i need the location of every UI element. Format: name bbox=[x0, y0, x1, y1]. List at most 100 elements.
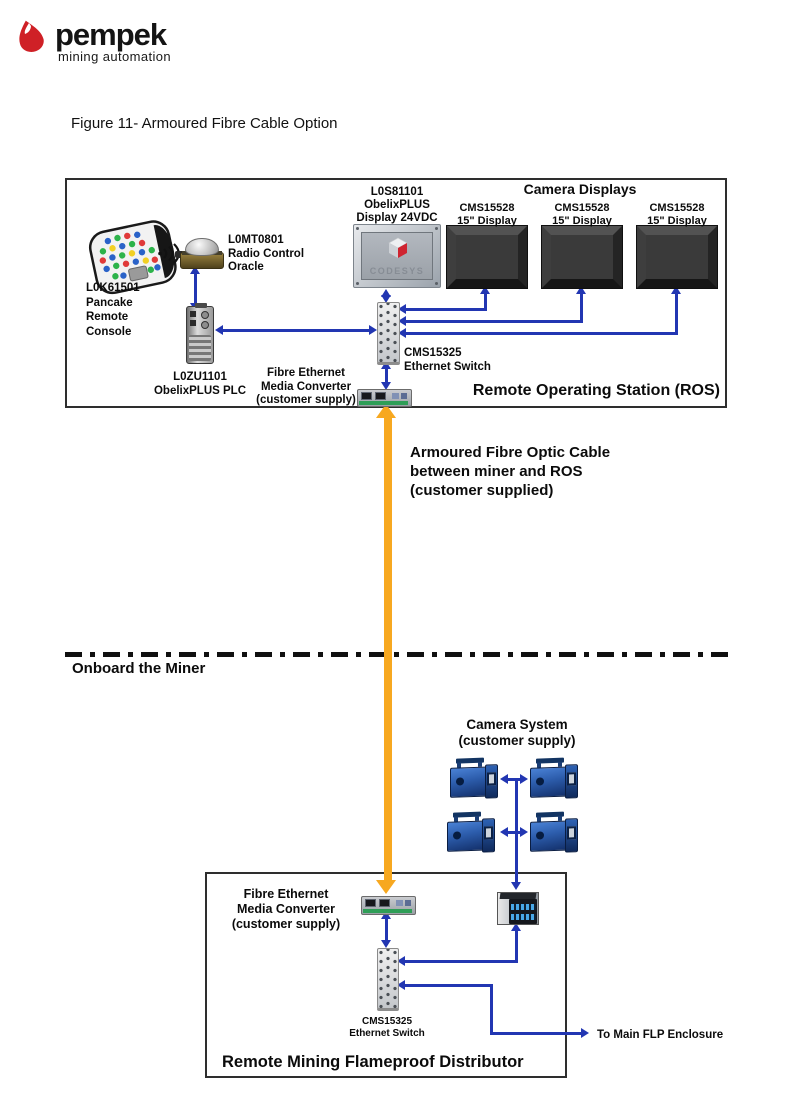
ros-station-title: Remote Operating Station (ROS) bbox=[472, 382, 720, 399]
camera-lens bbox=[567, 772, 576, 786]
to-flp-enclosure-label: To Main FLP Enclosure bbox=[597, 1029, 724, 1041]
media-converter-ros-image bbox=[357, 389, 412, 407]
ros-box bbox=[65, 178, 727, 408]
arrowhead bbox=[511, 923, 521, 931]
hmi-screen-text: CODESYS bbox=[369, 266, 425, 276]
fibre-cable-label: Armoured Fibre Optic Cable between miner… bbox=[410, 444, 611, 499]
switch-flp-label: CMS15325 Ethernet Switch bbox=[349, 1016, 425, 1039]
arrowhead bbox=[398, 328, 406, 338]
arrowhead bbox=[215, 325, 223, 335]
plc-image bbox=[186, 303, 214, 364]
camera-lens bbox=[484, 826, 493, 840]
arrowhead bbox=[381, 361, 391, 369]
arrowhead bbox=[576, 286, 586, 294]
converter-pcb bbox=[363, 909, 412, 913]
ethernet-switch-flp-image bbox=[377, 948, 399, 1009]
converter-led bbox=[392, 393, 399, 399]
hmi-display-image: CODESYS bbox=[353, 224, 441, 288]
arrowhead bbox=[397, 956, 405, 966]
codesys-cube-icon bbox=[388, 237, 408, 258]
plc-connector bbox=[195, 303, 207, 308]
converter-led bbox=[401, 393, 407, 399]
plc-knob bbox=[201, 311, 209, 319]
pempek-logo-icon bbox=[18, 19, 44, 53]
flp-box-title: Remote Mining Flameproof Distributor bbox=[222, 1053, 524, 1071]
arrowhead bbox=[671, 286, 681, 294]
display3-label: CMS15528 15" Display bbox=[647, 202, 707, 227]
rj45-port bbox=[375, 392, 386, 400]
connector-switch-flp-exit bbox=[490, 984, 493, 1035]
din-front bbox=[509, 899, 537, 924]
connector-converter-switch-flp bbox=[385, 918, 388, 942]
pancake-console-image bbox=[83, 214, 184, 303]
brand-name: pempek bbox=[55, 17, 167, 52]
plc-label: L0ZU1101 ObelixPLUS PLC bbox=[153, 371, 247, 397]
arrowhead bbox=[398, 316, 406, 326]
onboard-divider-line bbox=[65, 652, 730, 657]
camera-image bbox=[529, 810, 579, 857]
arrowhead bbox=[381, 295, 391, 303]
connector-din-switch bbox=[515, 930, 518, 963]
rj45-port bbox=[361, 392, 372, 400]
connector-switch-display1 bbox=[405, 308, 486, 311]
arrowhead bbox=[520, 827, 528, 837]
connector-switch-display2 bbox=[580, 291, 583, 323]
switch-ros-label: CMS15325 Ethernet Switch bbox=[404, 347, 491, 373]
display2-label: CMS15528 15" Display bbox=[552, 202, 612, 227]
connector-cameras-down bbox=[515, 779, 518, 882]
camera-lens bbox=[487, 772, 496, 786]
camera-image bbox=[529, 756, 579, 803]
radio-oracle-image bbox=[175, 238, 224, 270]
plc-detail bbox=[190, 311, 196, 317]
display3-image bbox=[636, 225, 718, 289]
connector-switch-flp-exit bbox=[490, 1032, 581, 1035]
fibre-cable-line bbox=[384, 416, 392, 882]
hmi-label: L0S81101 ObelixPLUS Display 24VDC bbox=[356, 186, 438, 224]
arrowhead bbox=[581, 1028, 589, 1038]
display1-image bbox=[446, 225, 528, 289]
converter-ros-label: Fibre Ethernet Media Converter (customer… bbox=[256, 367, 356, 406]
figure-title: Figure 11- Armoured Fibre Cable Option bbox=[71, 115, 338, 132]
camera-image bbox=[449, 756, 499, 803]
din-terminals bbox=[511, 914, 536, 920]
din-module-image bbox=[497, 892, 539, 925]
oracle-label: L0MT0801 Radio Control Oracle bbox=[228, 234, 305, 273]
camera-displays-title: Camera Displays bbox=[523, 181, 637, 197]
arrowhead bbox=[369, 325, 377, 335]
arrowhead bbox=[381, 911, 391, 919]
connector-cameras-top bbox=[506, 778, 520, 781]
fibre-cable-arrowhead bbox=[376, 880, 396, 894]
arrowhead bbox=[381, 289, 391, 297]
converter-led bbox=[405, 900, 411, 906]
connector-oracle-plc bbox=[194, 274, 197, 304]
rj45-port bbox=[379, 899, 390, 907]
converter-led bbox=[396, 900, 403, 906]
connector-din-switch bbox=[404, 960, 518, 963]
connector-switch-display3 bbox=[405, 332, 678, 335]
display1-label: CMS15528 15" Display bbox=[457, 202, 517, 227]
arrowhead bbox=[520, 774, 528, 784]
camera-lens bbox=[567, 826, 576, 840]
oracle-dome bbox=[185, 238, 219, 256]
connector-plc-switch bbox=[222, 329, 370, 332]
screw bbox=[356, 227, 359, 230]
connector-switch-flp-exit bbox=[404, 984, 492, 987]
screw bbox=[356, 282, 359, 285]
connector-switch-display2 bbox=[405, 320, 583, 323]
arrowhead bbox=[500, 827, 508, 837]
arrowhead bbox=[511, 882, 521, 890]
converter-pcb bbox=[359, 401, 408, 405]
connector-cameras-bottom bbox=[506, 831, 520, 834]
camera-image bbox=[446, 810, 496, 857]
onboard-miner-label: Onboard the Miner bbox=[72, 660, 206, 677]
converter-flp-label: Fibre Ethernet Media Converter (customer… bbox=[231, 887, 341, 931]
arrowhead bbox=[381, 940, 391, 948]
connector-switch-display3 bbox=[675, 291, 678, 335]
fibre-cable-arrowhead bbox=[376, 404, 396, 418]
arrowhead bbox=[398, 304, 406, 314]
plc-ridges bbox=[189, 335, 211, 361]
arrowhead bbox=[381, 382, 391, 390]
screw bbox=[435, 282, 438, 285]
display2-image bbox=[541, 225, 623, 289]
